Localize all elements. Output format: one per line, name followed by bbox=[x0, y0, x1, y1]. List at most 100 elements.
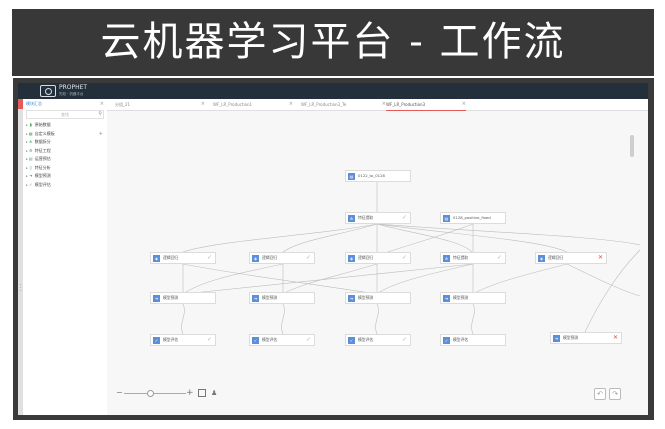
search-placeholder: 查找 bbox=[61, 112, 69, 117]
sidebar-item-model-evaluate[interactable]: ▸✓模型评估 bbox=[26, 181, 106, 190]
edge bbox=[471, 303, 475, 335]
sidebar-item-model-predict[interactable]: ▸➜模型预测 bbox=[26, 172, 106, 181]
close-icon[interactable]: × bbox=[381, 101, 386, 107]
caret-right-icon: ▸ bbox=[26, 157, 28, 161]
close-icon[interactable]: × bbox=[288, 101, 293, 107]
user-icon[interactable]: ♟ bbox=[211, 389, 218, 397]
edge bbox=[376, 223, 641, 246]
edge bbox=[282, 263, 378, 295]
tab-wf-lr-production3[interactable]: WF_LR_Production3 × bbox=[386, 99, 466, 111]
fit-view-icon[interactable] bbox=[198, 389, 206, 397]
sidebar-item-custom-template[interactable]: ▸▦自定义模板+ bbox=[26, 130, 106, 139]
workflow-node-predict[interactable]: ➜模型预测 bbox=[440, 292, 506, 304]
sidebar-item-raw-data[interactable]: ▸▮原始数据 bbox=[26, 121, 106, 130]
sidebar-resize-handle[interactable]: ··· bbox=[20, 282, 22, 294]
redo-button[interactable]: ↷ bbox=[609, 388, 621, 400]
sidebar-item-estimation[interactable]: ▸▤运营预估 bbox=[26, 155, 106, 164]
zoom-slider-handle[interactable] bbox=[147, 390, 154, 397]
tab-label: WF_LR_Production1 bbox=[213, 102, 253, 107]
tab-group-21[interactable]: 分组_21× bbox=[115, 99, 205, 110]
workflow-node-evaluate[interactable]: ✓模型评估✓ bbox=[345, 334, 411, 346]
sidebar-header[interactable]: 模块汇总 × bbox=[26, 100, 104, 108]
sidebar: 模块汇总 × 查找 ⚲ ▸▮原始数据 ▸▦自定义模板+ ▸⋔数据拆分 ▸⚙特征工… bbox=[18, 99, 108, 415]
caret-right-icon: ▸ bbox=[26, 140, 28, 144]
workflow-node-predict[interactable]: ➜模型预测 bbox=[345, 292, 411, 304]
evaluate-icon: ✓ bbox=[348, 337, 355, 344]
sidebar-item-label: 数据拆分 bbox=[34, 139, 51, 144]
sidebar-item-label: 运营预估 bbox=[34, 156, 51, 161]
sidebar-item-label: 自定义模板 bbox=[34, 130, 55, 136]
status-success-icon: ✓ bbox=[305, 254, 311, 261]
slide-title-bar: 云机器学习平台 - 工作流 bbox=[12, 9, 654, 76]
model-icon: ◈ bbox=[153, 255, 160, 262]
canvas-scrollbar[interactable] bbox=[630, 135, 634, 157]
edge bbox=[181, 303, 185, 335]
evaluate-icon: ✓ bbox=[153, 337, 160, 344]
caret-right-icon: ▸ bbox=[26, 123, 28, 127]
logo-subtitle: 先知 · 机器平台 bbox=[59, 92, 84, 96]
edge bbox=[375, 303, 379, 335]
workflow-node-predict[interactable]: ➜模型预测 bbox=[249, 292, 315, 304]
undo-button[interactable]: ↶ bbox=[594, 388, 606, 400]
sidebar-item-label: 原始数据 bbox=[34, 122, 51, 127]
sidebar-item-feature-analysis[interactable]: ▸▯特征分析 bbox=[26, 164, 106, 173]
caret-right-icon: ▸ bbox=[26, 174, 28, 178]
caret-right-icon: ▸ bbox=[26, 131, 28, 136]
workflow-node-train-failed[interactable]: ◈逻辑回归✕ bbox=[535, 252, 607, 264]
logo[interactable]: PROPHET 先知 · 机器平台 bbox=[40, 84, 87, 98]
workflow-node-source-2[interactable]: ▤0128_positive_fixed bbox=[440, 212, 506, 224]
close-icon[interactable]: × bbox=[200, 101, 205, 107]
workflow-node-predict-failed[interactable]: ➜模型预测✕ bbox=[550, 332, 622, 344]
workflow-node-evaluate[interactable]: ✓模型评估✓ bbox=[249, 334, 315, 346]
status-error-icon: ✕ bbox=[612, 334, 618, 341]
caret-right-icon: ▸ bbox=[26, 148, 28, 153]
tab-wf-lr-production3-te[interactable]: WF_LR_Production3_Te× bbox=[301, 99, 386, 110]
evaluate-icon: ✓ bbox=[443, 337, 450, 344]
filter-icon: ⚙ bbox=[28, 147, 33, 153]
predict-icon: ➜ bbox=[348, 295, 355, 302]
tab-label: WF_LR_Production3 bbox=[386, 102, 426, 107]
status-success-icon: ✓ bbox=[496, 254, 502, 261]
edge bbox=[376, 223, 473, 253]
add-icon[interactable]: + bbox=[98, 130, 103, 137]
sidebar-item-label: 特征分析 bbox=[34, 164, 51, 170]
slide-title: 云机器学习平台 - 工作流 bbox=[100, 19, 566, 65]
status-success-icon: ✓ bbox=[206, 254, 212, 261]
workflow-node-evaluate[interactable]: ✓模型评估✓ bbox=[150, 334, 216, 346]
zoom-out-button[interactable]: − bbox=[116, 388, 123, 397]
doc-icon: ▯ bbox=[29, 164, 32, 170]
edge bbox=[584, 249, 641, 333]
sidebar-search-input[interactable]: 查找 ⚲ bbox=[26, 110, 104, 119]
edge bbox=[182, 263, 378, 295]
sidebar-item-feature-engineering[interactable]: ▸⚙特征工程 bbox=[26, 147, 106, 156]
search-icon[interactable]: ⚲ bbox=[98, 111, 102, 117]
workflow-node-train[interactable]: ◈逻辑回归✓ bbox=[345, 252, 411, 264]
edge bbox=[281, 303, 285, 335]
workflow-node-predict[interactable]: ➜模型预测 bbox=[150, 292, 216, 304]
tab-wf-lr-production1[interactable]: WF_LR_Production1 × bbox=[213, 99, 293, 110]
close-icon[interactable]: × bbox=[461, 101, 466, 107]
edge bbox=[376, 223, 568, 253]
workflow-node-split[interactable]: ⋔特征提取✓ bbox=[345, 212, 411, 224]
edge bbox=[182, 223, 378, 253]
status-success-icon: ✓ bbox=[305, 336, 311, 343]
workflow-node-train[interactable]: ◈逻辑回归✓ bbox=[249, 252, 315, 264]
zoom-in-button[interactable]: + bbox=[186, 388, 194, 398]
logo-icon bbox=[40, 85, 56, 97]
sidebar-item-data-split[interactable]: ▸⋔数据拆分 bbox=[26, 138, 106, 147]
workflow-node-evaluate[interactable]: ✓模型评估 bbox=[440, 334, 506, 346]
workflow-node-train[interactable]: ◈逻辑回归✓ bbox=[150, 252, 216, 264]
zoom-slider[interactable] bbox=[124, 393, 186, 394]
workflow-node-feature[interactable]: ⋔特征提取✓ bbox=[440, 252, 506, 264]
workflow-tabs: 分组_21× WF_LR_Production1 × WF_LR_Producti… bbox=[107, 99, 648, 111]
status-success-icon: ✓ bbox=[401, 254, 407, 261]
close-icon[interactable]: × bbox=[99, 101, 104, 107]
model-icon: ◈ bbox=[252, 255, 259, 262]
edge bbox=[472, 263, 568, 295]
model-icon: ◈ bbox=[348, 255, 355, 262]
bar-chart-icon: ▮ bbox=[29, 122, 32, 127]
workflow-node-source[interactable]: ▤0122_to_0128 bbox=[345, 170, 411, 182]
edge bbox=[282, 223, 378, 253]
sidebar-item-label: 模型预测 bbox=[34, 173, 51, 178]
